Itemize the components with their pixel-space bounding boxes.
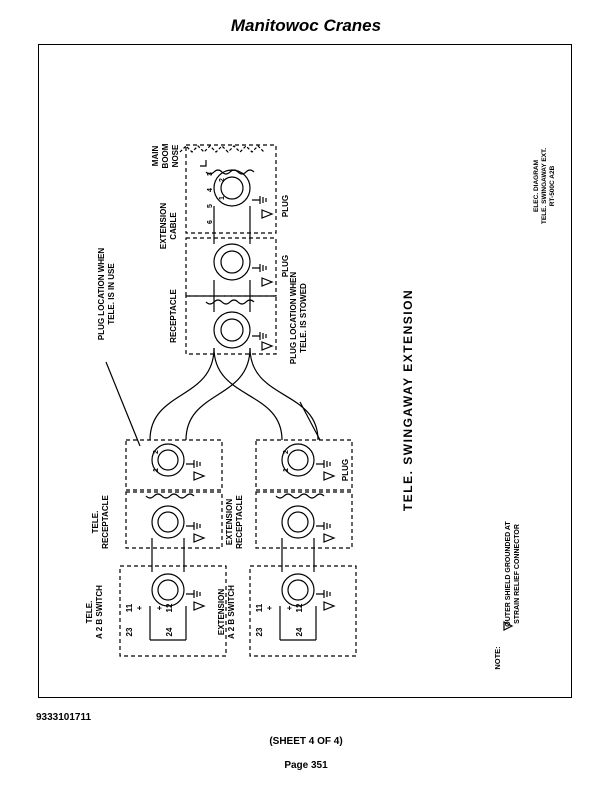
caption-line-2: TELE. SWINGAWAY EXT.: [541, 148, 548, 224]
leader-in-use: [105, 361, 141, 447]
pin-2-tele: 2: [153, 450, 160, 454]
ext-plus-2: +: [285, 605, 294, 610]
label-ext: EXTENSION: [225, 499, 234, 545]
diagram-frame: [38, 44, 572, 698]
label-tele-sw: TELE.: [85, 601, 94, 624]
pin-6-nose: 6: [207, 220, 214, 224]
document-number: 9333101711: [36, 712, 92, 723]
label-nose: NOSE: [171, 144, 180, 167]
label-extension: EXTENSION: [159, 203, 168, 249]
ext-term-11: 11: [255, 603, 264, 612]
caption-line-1: ELEC. DIAGRAM: [533, 160, 540, 212]
pin-3-nose: 3: [207, 172, 214, 176]
note-line-2: STRAIN RELIEF CONNECTOR: [514, 524, 521, 624]
label-plug-stowed: PLUG: [341, 459, 350, 481]
extension-cable-plug: [185, 237, 277, 297]
label-tele-a2b: A 2 B SWITCH: [95, 585, 104, 639]
label-tele: TELE.: [91, 511, 100, 534]
label-boom: BOOM: [161, 143, 170, 168]
label-in-use-1: PLUG LOCATION WHEN: [97, 248, 106, 341]
tele-plug-in-use: [125, 439, 223, 491]
page-number: Page 351: [284, 760, 328, 771]
pin-1-ext: 1: [283, 468, 290, 472]
tele-plus-2: +: [155, 605, 164, 610]
caption-line-3: RT-500C A2B: [549, 165, 556, 206]
pin-5-nose: 5: [207, 204, 214, 208]
extension-a2b-switch: [249, 565, 357, 657]
upper-receptacle: [185, 295, 277, 355]
label-ext-sw: EXTENSION: [217, 589, 226, 635]
main-boom-nose-plug: [185, 144, 277, 234]
pin-1-nose: 1: [219, 196, 226, 200]
label-stowed-2: TELE. IS STOWED: [299, 283, 308, 353]
pin-4-nose: 4: [207, 188, 214, 192]
tele-term-24: 24: [165, 627, 174, 636]
page-header: Manitowoc Cranes: [230, 16, 382, 35]
tele-a2b-switch: [119, 565, 227, 657]
ext-term-23: 23: [255, 627, 264, 636]
pin-2-ext: 2: [283, 450, 290, 454]
pin-2-nose: 2: [219, 178, 226, 182]
tele-term-23: 23: [125, 627, 134, 636]
note-triangle-icon: [503, 621, 514, 631]
label-in-use-2: TELE. IS IN USE: [107, 263, 116, 325]
label-receptacle-upper: RECEPTACLE: [169, 289, 178, 343]
label-stowed-1: PLUG LOCATION WHEN: [289, 272, 298, 365]
label-ext-receptacle: RECEPTACLE: [235, 495, 244, 549]
sheet-number: (SHEET 4 OF 4): [269, 736, 343, 747]
pin-1-tele: 1: [153, 468, 160, 472]
ext-term-12: 12: [295, 603, 304, 612]
note-label: NOTE:: [493, 646, 502, 669]
tele-plus-1: +: [135, 605, 144, 610]
leader-stowed: [299, 401, 321, 441]
tele-term-12: 12: [165, 603, 174, 612]
label-main: MAIN: [151, 146, 160, 167]
diagram-title: TELE. SWINGAWAY EXTENSION: [401, 289, 415, 511]
tele-receptacle: [125, 491, 223, 549]
label-tele-receptacle: RECEPTACLE: [101, 495, 110, 549]
ext-plus-1: +: [265, 605, 274, 610]
tele-term-11: 11: [125, 603, 134, 612]
ext-term-24: 24: [295, 627, 304, 636]
extension-receptacle: [255, 491, 353, 549]
extension-plug-stowed: [255, 439, 353, 491]
note-line-1: OUTER SHIELD GROUNDED AT: [505, 521, 512, 627]
label-plug-nose: PLUG: [281, 195, 290, 217]
label-plug-cable: PLUG: [281, 255, 290, 277]
label-ext-a2b: A 2 B SWITCH: [227, 585, 236, 639]
label-cable: CABLE: [169, 212, 178, 240]
